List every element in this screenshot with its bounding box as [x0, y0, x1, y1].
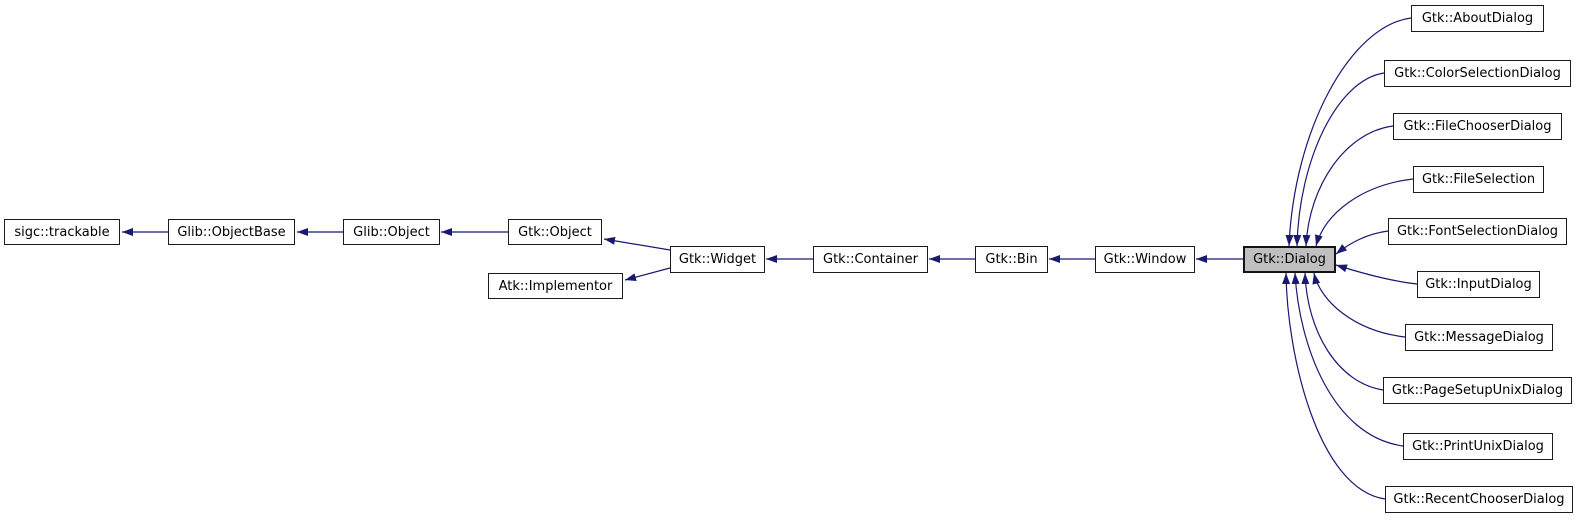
- edge-widget-to-implementor: [624, 267, 671, 282]
- edge-colorselection-to-dialog: [1293, 72, 1385, 247]
- node-gtk-printunixdialog[interactable]: Gtk::PrintUnixDialog: [1403, 433, 1553, 460]
- node-gtk-widget[interactable]: Gtk::Widget: [670, 246, 765, 273]
- node-gtk-colorselectiondialog[interactable]: Gtk::ColorSelectionDialog: [1384, 60, 1571, 87]
- edge-inputdialog-to-dialog: [1335, 264, 1418, 285]
- node-glib-objectbase[interactable]: Glib::ObjectBase: [168, 219, 295, 245]
- node-sigc-trackable[interactable]: sigc::trackable: [4, 219, 120, 245]
- node-gtk-dialog: Gtk::Dialog: [1243, 246, 1336, 273]
- edge-widget-to-gtkobject: [603, 236, 671, 251]
- node-gtk-filechooserdialog[interactable]: Gtk::FileChooserDialog: [1393, 113, 1562, 140]
- edge-pagesetup-to-dialog: [1301, 272, 1384, 391]
- node-gtk-container[interactable]: Gtk::Container: [813, 246, 928, 273]
- edge-fontselection-to-dialog: [1335, 230, 1389, 255]
- edge-filechooser-to-dialog: [1302, 125, 1394, 247]
- node-atk-implementor[interactable]: Atk::Implementor: [488, 273, 623, 299]
- node-gtk-fileselection[interactable]: Gtk::FileSelection: [1413, 166, 1544, 193]
- node-gtk-pagesetupunixdialog[interactable]: Gtk::PageSetupUnixDialog: [1383, 377, 1572, 404]
- node-glib-object[interactable]: Glib::Object: [343, 219, 440, 245]
- node-gtk-recentchooserdialog[interactable]: Gtk::RecentChooserDialog: [1385, 486, 1573, 513]
- edge-messagedialog-to-dialog: [1312, 272, 1406, 338]
- node-gtk-bin[interactable]: Gtk::Bin: [975, 246, 1048, 273]
- node-gtk-inputdialog[interactable]: Gtk::InputDialog: [1417, 271, 1540, 298]
- node-gtk-messagedialog[interactable]: Gtk::MessageDialog: [1405, 324, 1553, 351]
- node-gtk-aboutdialog[interactable]: Gtk::AboutDialog: [1411, 5, 1544, 32]
- node-gtk-object[interactable]: Gtk::Object: [508, 219, 602, 245]
- edge-recentchooser-to-dialog: [1282, 272, 1386, 500]
- node-gtk-window[interactable]: Gtk::Window: [1095, 246, 1195, 273]
- edge-printunix-to-dialog: [1291, 272, 1404, 447]
- node-gtk-fontselectiondialog[interactable]: Gtk::FontSelectionDialog: [1388, 218, 1567, 245]
